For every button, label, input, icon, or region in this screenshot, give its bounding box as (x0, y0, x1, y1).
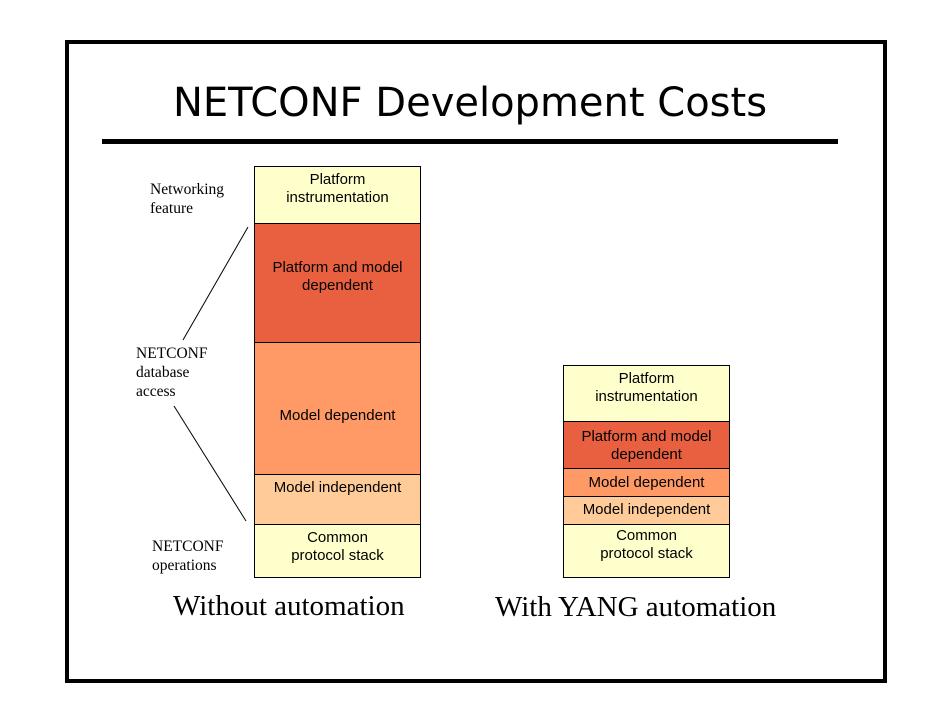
left-platform-instrumentation-block: Platform instrumentation (254, 166, 421, 224)
right-model-independent-block: Model independent (563, 496, 730, 525)
slide-title: NETCONF Development Costs (172, 80, 768, 126)
right-platform-instrumentation-block: Platform instrumentation (563, 365, 730, 422)
right-platform-and-model-dependent-block: Platform and model dependent (563, 421, 730, 469)
title-underline (102, 139, 838, 144)
slide-frame (65, 40, 887, 683)
without-automation-caption: Without automation (173, 590, 405, 622)
left-platform-and-model-dependent-block: Platform and model dependent (254, 223, 421, 343)
with-yang-automation-caption: With YANG automation (495, 591, 777, 623)
networking-feature-label: Networking feature (150, 181, 225, 217)
right-common-protocol-stack-block: Common protocol stack (563, 524, 730, 578)
upper-bracket-line (182, 226, 249, 341)
netconf-operations-label: NETCONF operations (152, 538, 224, 574)
left-common-protocol-stack-block: Common protocol stack (254, 524, 421, 578)
left-model-dependent-block: Model dependent (254, 342, 421, 475)
left-model-independent-block: Model independent (254, 474, 421, 525)
right-model-dependent-block: Model dependent (563, 468, 730, 497)
netconf-database-access-label: NETCONF database access (136, 345, 208, 400)
lower-bracket-line (173, 405, 247, 522)
